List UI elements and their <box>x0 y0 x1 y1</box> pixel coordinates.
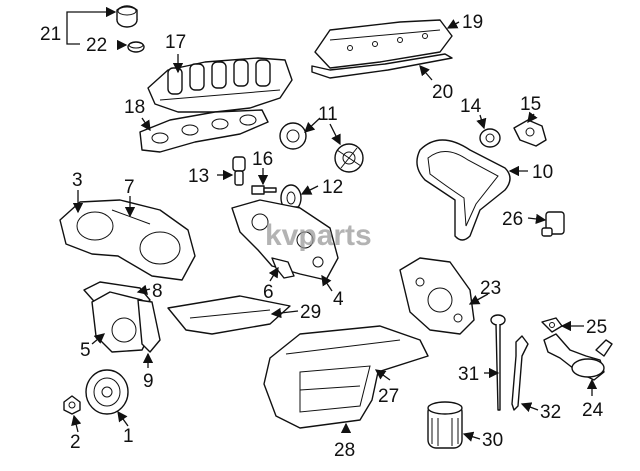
callout-25: 25 <box>586 317 607 338</box>
callout-31: 31 <box>458 364 479 385</box>
callout-26: 26 <box>502 209 523 230</box>
timing-bracket-part <box>271 257 295 279</box>
callout-29: 29 <box>300 302 321 323</box>
callout-10: 10 <box>532 162 553 183</box>
pulley-bolt-part <box>63 395 81 415</box>
callout-16: 16 <box>252 149 273 170</box>
callout-32: 32 <box>540 402 561 423</box>
callout-9: 9 <box>143 371 154 392</box>
leader-lines <box>66 6 598 442</box>
callout-3: 3 <box>72 170 83 191</box>
oil-baffle-part <box>167 295 291 335</box>
callout-21: 21 <box>40 24 61 45</box>
callout-22: 22 <box>86 35 107 56</box>
callout-1: 1 <box>123 426 134 447</box>
callout-18: 18 <box>124 97 145 118</box>
crank-sensor-part <box>541 211 565 237</box>
callout-27: 27 <box>378 386 399 407</box>
seal-plate-part <box>137 299 161 353</box>
callout-11: 11 <box>318 104 338 125</box>
callout-8: 8 <box>152 281 163 302</box>
callout-14: 14 <box>460 96 482 117</box>
dipstick-part <box>490 314 506 411</box>
camshaft-pulley-part <box>279 122 364 173</box>
timing-cover-upper-part <box>59 199 196 281</box>
callout-4: 4 <box>333 289 344 310</box>
valve-cover-gasket-part <box>311 53 453 79</box>
callout-6: 6 <box>263 282 274 303</box>
callout-19: 19 <box>462 12 483 33</box>
callout-20: 20 <box>432 82 453 103</box>
oil-pump-part <box>399 257 475 335</box>
dipstick-tube-part <box>511 335 529 411</box>
callout-30: 30 <box>482 430 503 451</box>
oil-pan-part <box>263 325 429 429</box>
callout-13: 13 <box>188 166 209 187</box>
callout-23: 23 <box>480 278 501 299</box>
oil-filter-part <box>427 401 463 449</box>
callout-24: 24 <box>582 400 604 421</box>
valve-cover-part <box>314 19 453 69</box>
callout-28: 28 <box>334 440 355 461</box>
intake-manifold-part <box>147 57 293 113</box>
callout-labels: 21 22 17 18 19 20 11 13 16 12 3 7 14 15 … <box>40 12 607 461</box>
cap-gasket-part <box>127 41 145 53</box>
callout-7: 7 <box>124 177 135 198</box>
callout-12: 12 <box>322 177 343 198</box>
callout-15: 15 <box>520 94 541 115</box>
callout-5: 5 <box>80 340 91 361</box>
cam-sensor-part <box>232 156 246 186</box>
belt-tensioner-part <box>513 119 547 147</box>
oil-filler-cap-part <box>116 5 138 28</box>
oil-strainer-part <box>543 333 613 381</box>
callout-17: 17 <box>165 32 186 53</box>
watermark: kvparts <box>265 219 372 252</box>
idler-bolt-part <box>251 185 277 195</box>
callout-2: 2 <box>70 432 81 453</box>
strainer-gasket-part <box>541 317 563 333</box>
timing-belt-part <box>416 139 511 241</box>
manifold-gasket-part <box>139 109 269 153</box>
crankshaft-pulley-part <box>85 369 129 415</box>
tensioner-pulley-part <box>479 128 501 148</box>
